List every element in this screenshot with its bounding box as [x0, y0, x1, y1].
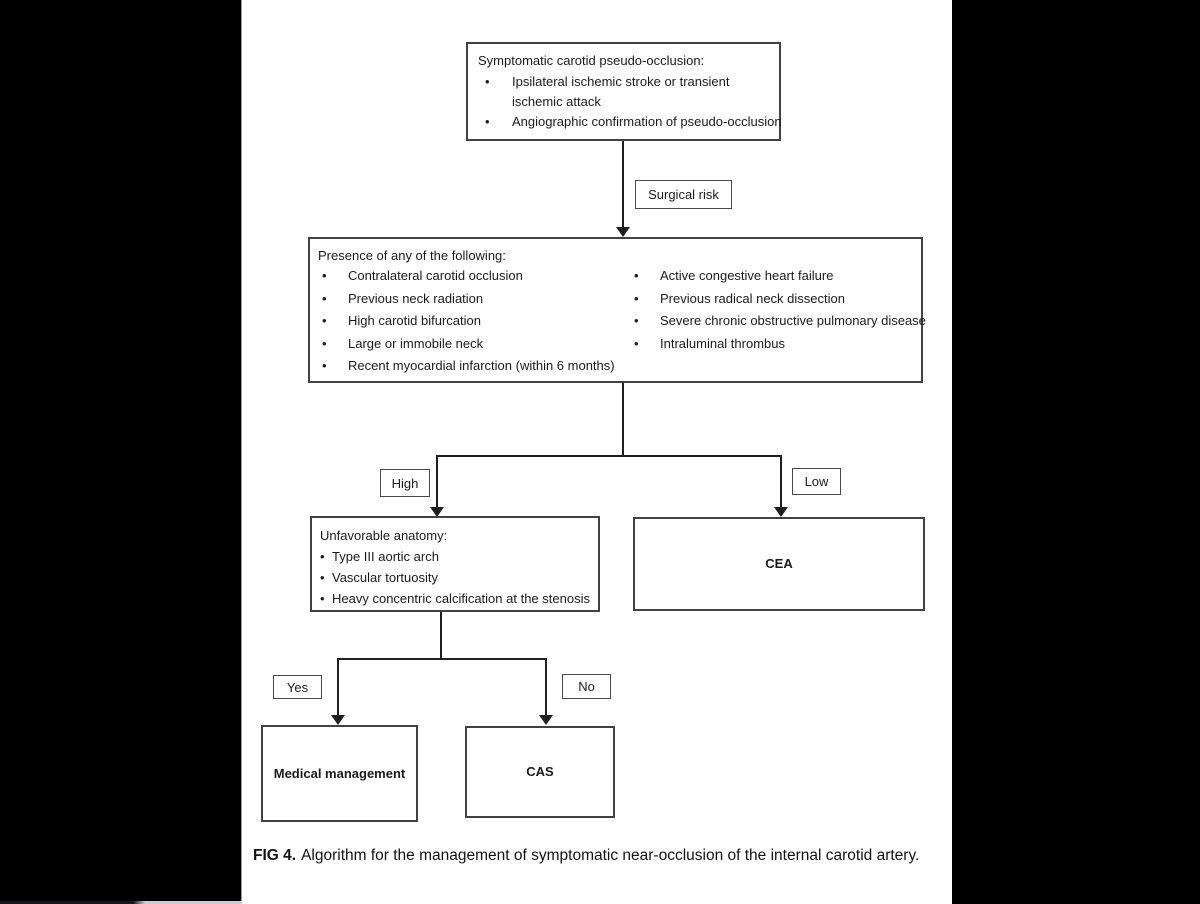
bullet-item: Previous radical neck dissection: [634, 288, 926, 311]
bullet-item: Large or immobile neck: [322, 333, 615, 356]
connector-yes-no-horizontal: [337, 658, 547, 660]
node-cea: CEA: [633, 517, 925, 611]
bullet-item: Previous neck radiation: [322, 288, 615, 311]
node-label: CAS: [526, 764, 554, 779]
bullet-text: Heavy concentric calcification at the st…: [332, 591, 590, 606]
right-black-bar: [952, 0, 1200, 904]
node-symptomatic-pseudo-occlusion: Symptomatic carotid pseudo-occlusion: Ip…: [466, 42, 782, 141]
bullet-text: Contralateral carotid occlusion: [348, 268, 523, 283]
connector-risk-stem: [622, 383, 624, 457]
bullet-text: Angiographic confirmation of pseudo-occl…: [512, 114, 782, 129]
figure-caption-text: Algorithm for the management of symptoma…: [301, 847, 920, 864]
left-bar-bottom-edge: [0, 901, 242, 904]
bullet-text: Previous radical neck dissection: [660, 290, 845, 306]
label-text: High: [391, 475, 419, 491]
label-yes: Yes: [273, 675, 322, 699]
arrowhead-into-unfavorable-box: [430, 507, 444, 517]
arrowhead-into-medical-box: [331, 715, 345, 725]
arrowhead-into-cas-box: [539, 715, 553, 725]
label-no: No: [562, 674, 611, 699]
label-low: Low: [792, 468, 841, 495]
bullet-item: Vascular tortuosity: [320, 567, 590, 588]
arrowhead-into-risk-box: [616, 227, 630, 237]
bullet-item: Contralateral carotid occlusion: [322, 265, 615, 288]
label-text: Low: [804, 474, 829, 489]
connector-high-low-horizontal: [436, 455, 782, 457]
bullet-text: Recent myocardial infarction (within 6 m…: [348, 358, 615, 373]
bullet-item: Intraluminal thrombus: [634, 333, 926, 356]
label-high: High: [380, 469, 430, 497]
bullet-text: Severe chronic obstructive pulmonary dis…: [660, 313, 926, 328]
bullet-item: High carotid bifurcation: [322, 310, 615, 333]
bullet-text: High carotid bifurcation: [348, 313, 481, 328]
bullet-text: Previous neck radiation: [348, 290, 484, 306]
connector-top-to-risk: [622, 141, 624, 229]
label-text: Surgical risk: [648, 187, 719, 202]
node-title: Symptomatic carotid pseudo-occlusion:: [478, 53, 705, 68]
label-text: Yes: [286, 679, 309, 695]
connector-unfavorable-stem: [440, 612, 442, 660]
connector-no-drop: [545, 658, 547, 717]
bullet-item: Angiographic confirmation of pseudo-occl…: [478, 112, 782, 132]
node-title: Unfavorable anatomy:: [320, 528, 448, 543]
figure-canvas: Symptomatic carotid pseudo-occlusion: Ip…: [242, 0, 952, 904]
connector-high-drop: [436, 455, 438, 509]
node-risk-factors: Presence of any of the following: Contra…: [308, 237, 926, 383]
bullet-item: Ipsilateral ischemic stroke or transient…: [478, 72, 769, 112]
bullet-text: Type III aortic arch: [332, 549, 439, 564]
arrowhead-into-cea-box: [774, 507, 788, 517]
bullet-item: Severe chronic obstructive pulmonary dis…: [634, 310, 926, 333]
connector-yes-drop: [337, 658, 339, 717]
left-black-bar: [0, 0, 242, 901]
figure-caption: FIG 4.Algorithm for the management of sy…: [253, 845, 948, 867]
bullet-text: Vascular tortuosity: [332, 570, 438, 585]
node-label: Medical management: [273, 765, 406, 781]
node-title: Presence of any of the following:: [318, 248, 506, 263]
bullet-text: Large or immobile neck: [348, 335, 484, 351]
bullet-item: Heavy concentric calcification at the st…: [320, 588, 590, 609]
bullet-text: Ipsilateral ischemic stroke or transient…: [512, 74, 730, 109]
node-cas: CAS: [465, 726, 615, 818]
node-unfavorable-anatomy: Unfavorable anatomy: Type III aortic arc…: [310, 516, 600, 612]
risk-factors-right-column: Active congestive heart failure Previous…: [634, 265, 926, 355]
bullet-text: Active congestive heart failure: [660, 268, 834, 283]
connector-low-drop: [780, 455, 782, 509]
label-surgical-risk: Surgical risk: [635, 180, 732, 209]
bullet-text: Intraluminal thrombus: [660, 335, 785, 351]
bullet-item: Active congestive heart failure: [634, 265, 926, 288]
bullet-item: Recent myocardial infarction (within 6 m…: [322, 355, 615, 378]
node-label: CEA: [765, 556, 793, 571]
bullet-item: Type III aortic arch: [320, 546, 590, 567]
figure-caption-label: FIG 4.: [253, 847, 297, 864]
node-medical-management: Medical management: [261, 725, 418, 822]
risk-factors-left-column: Contralateral carotid occlusion Previous…: [322, 265, 615, 378]
label-text: No: [578, 679, 595, 694]
